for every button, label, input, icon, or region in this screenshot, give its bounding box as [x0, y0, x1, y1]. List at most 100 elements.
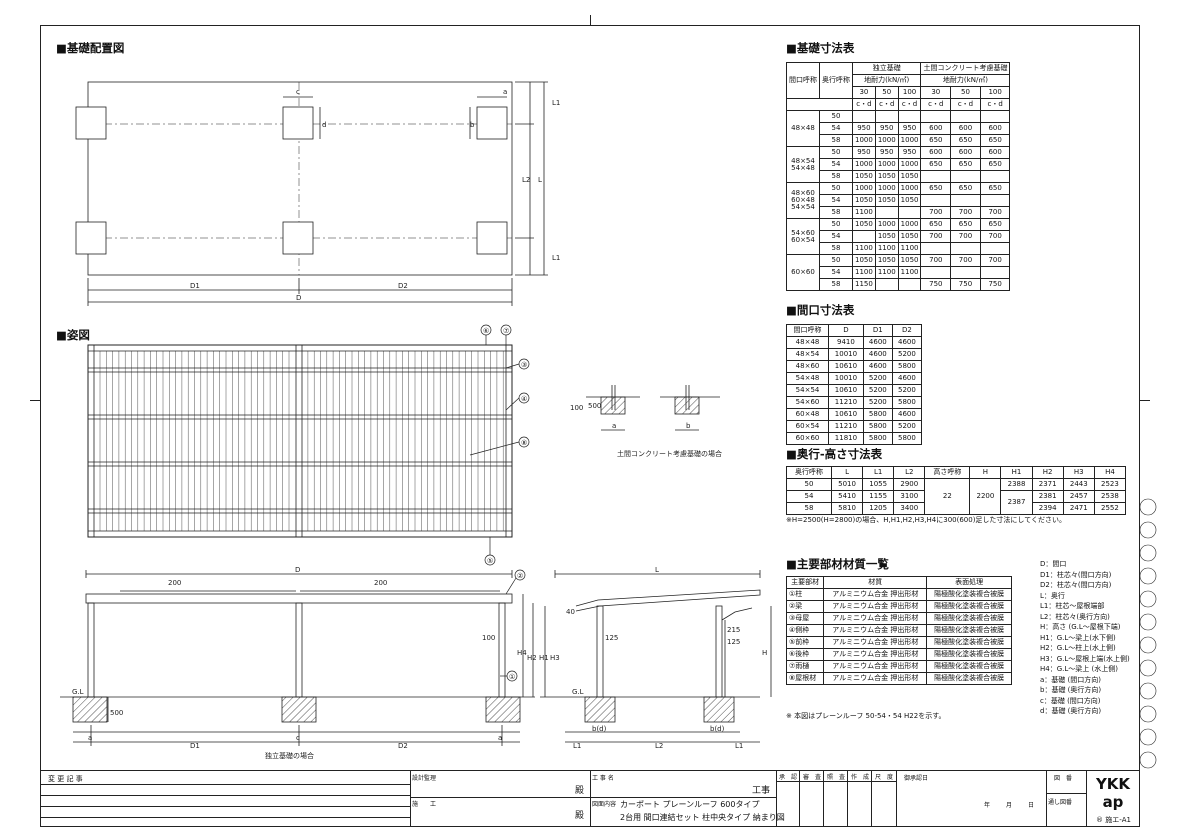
table-row: ③母屋アルミニウム合金 押出形材陽極酸化塗装複合被膜 — [785, 612, 1012, 625]
col-header: H — [969, 466, 1002, 479]
value-cell: 5200 — [862, 396, 893, 409]
dim-label-D2: D2 — [398, 282, 408, 290]
value-cell: アルミニウム合金 押出形材 — [823, 648, 928, 661]
layout-plan-outline — [87, 81, 513, 276]
depth-name-cell: 58 — [819, 242, 853, 255]
value-cell: 1000 — [852, 158, 876, 171]
value-cell: 1050 — [874, 170, 899, 183]
value-cell: 2394 — [1031, 502, 1064, 515]
value-cell: 1000 — [874, 158, 899, 171]
foundation-pad — [476, 221, 508, 255]
value-cell: 48×60 — [785, 360, 830, 373]
col-header: L1 — [862, 466, 895, 479]
side-dim-a-right: a — [498, 734, 502, 742]
cd-header: c・d — [979, 98, 1011, 111]
value-cell: 2900 — [893, 478, 926, 491]
value-cell: 650 — [979, 158, 1011, 171]
value-cell: 58 — [786, 502, 832, 515]
stamp-label: 作 成 — [848, 772, 872, 782]
depth-name-cell: 58 — [819, 134, 853, 147]
depth-name-cell: 58 — [819, 206, 853, 219]
value-cell: 2388 — [1000, 478, 1033, 491]
value-cell: 陽極酸化塗装複合被膜 — [926, 624, 1012, 637]
value-cell: 1050 — [874, 230, 899, 243]
value-cell — [979, 194, 1011, 207]
width-name-cell: 48×54 54×48 — [786, 146, 820, 183]
value-cell: 2457 — [1062, 490, 1095, 503]
col-header: 間口呼称 — [786, 62, 820, 99]
dim-label-L: L — [538, 176, 542, 184]
depth-name-cell: 50 — [819, 182, 853, 195]
value-cell: アルミニウム合金 押出形材 — [823, 612, 928, 625]
depth-dim-h1: H1 — [539, 654, 549, 662]
width-name-cell: 48×48 — [786, 110, 820, 147]
value-cell: 1100 — [852, 242, 876, 255]
height-name-cell: 22 — [924, 478, 971, 515]
col-header: L — [830, 466, 864, 479]
value-cell — [950, 110, 981, 123]
value-cell — [852, 230, 876, 243]
value-cell: 50 — [786, 478, 832, 491]
legend-item: L2：柱芯々(奥行方向) — [1040, 612, 1110, 621]
side-dim-200-right: 200 — [374, 579, 387, 587]
col-header: D1 — [862, 324, 893, 337]
cd-header: c・d — [950, 98, 981, 111]
value-cell: 1050 — [874, 254, 899, 267]
col-header: H2 — [1031, 466, 1064, 479]
value-cell: ①柱 — [785, 588, 825, 601]
order-no-label: 通し図番 — [1048, 799, 1073, 806]
foundation-pad — [282, 106, 314, 140]
depth-dim-L1-left: L1 — [573, 742, 581, 750]
pressure-header: 100 — [897, 86, 922, 99]
stamp-label: 承 認 — [776, 772, 800, 782]
post-center — [295, 602, 303, 698]
depth-dim-L: L — [655, 566, 659, 574]
value-cell: 700 — [950, 230, 981, 243]
value-cell: 5800 — [891, 432, 923, 445]
value-cell: 700 — [950, 206, 981, 219]
side-dim-500: 500 — [110, 709, 123, 717]
legend-item: H3：G.L～屋根上端(水上側) — [1040, 654, 1130, 663]
table-row: ②梁アルミニウム合金 押出形材陽極酸化塗装複合被膜 — [785, 600, 1012, 613]
value-cell — [874, 278, 899, 291]
dim-label-a: a — [503, 88, 507, 96]
change-record-label: 変 更 記 事 — [48, 775, 83, 783]
value-cell: 750 — [979, 278, 1011, 291]
value-cell: 5800 — [862, 408, 893, 421]
stamp-cell: 作 成 — [848, 771, 872, 827]
value-cell: ③母屋 — [785, 612, 825, 625]
foundation-pad — [75, 221, 107, 255]
value-cell: 5800 — [862, 420, 893, 433]
foundation-pad — [282, 221, 314, 255]
col-header: H4 — [1093, 466, 1127, 479]
value-cell: 650 — [920, 158, 952, 171]
value-cell: 5410 — [830, 490, 864, 503]
design-supervision-label: 設計監理 — [412, 775, 437, 782]
stamp-label: 尺 度 — [872, 772, 896, 782]
side-dim-h4: H4 — [517, 649, 527, 657]
value-cell: 陽極酸化塗装複合被膜 — [926, 636, 1012, 649]
value-cell: 4600 — [891, 372, 923, 385]
table-row: ④側枠アルミニウム合金 押出形材陽極酸化塗装複合被膜 — [785, 624, 1012, 637]
col-header: 奥行呼称 — [786, 466, 832, 479]
value-cell: 60×54 — [785, 420, 830, 433]
value-cell: 54×60 — [785, 396, 830, 409]
value-cell: アルミニウム合金 押出形材 — [823, 636, 928, 649]
border-tick-top — [590, 15, 591, 25]
value-cell: 4600 — [891, 408, 923, 421]
value-cell: 650 — [920, 182, 952, 195]
value-cell — [920, 266, 952, 279]
foundation-pads — [75, 106, 508, 255]
callout-2: ② — [517, 572, 523, 580]
cd-header: c・d — [897, 98, 922, 111]
value-cell: 5010 — [830, 478, 864, 491]
value-cell: 600 — [950, 122, 981, 135]
value-cell: 9410 — [828, 336, 864, 349]
